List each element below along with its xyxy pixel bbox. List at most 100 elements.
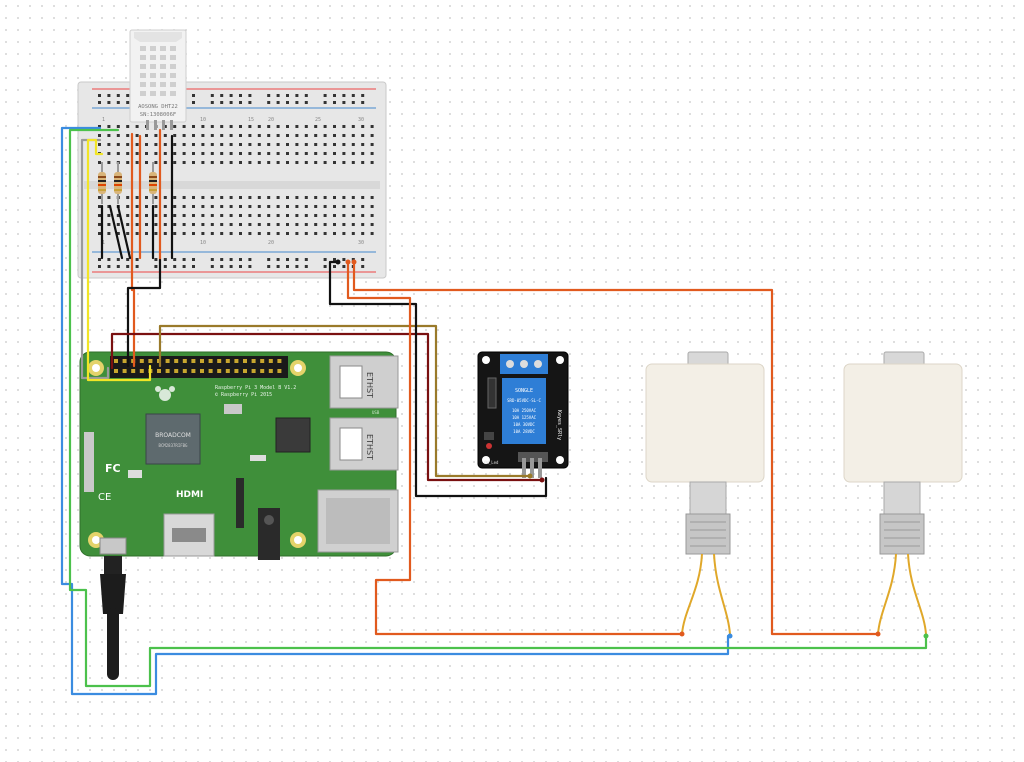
breadboard-hole	[342, 223, 346, 226]
breadboard-hole	[154, 205, 158, 208]
breadboard-hole	[314, 152, 318, 155]
breadboard-hole	[145, 223, 148, 226]
breadboard-hole	[220, 196, 224, 199]
raspberry-logo-icon	[155, 386, 175, 401]
breadboard-hole	[192, 205, 195, 208]
breadboard-hole	[267, 152, 271, 155]
breadboard-hole	[201, 161, 205, 164]
breadboard-hole	[107, 205, 111, 208]
power-rail-hole	[267, 94, 271, 97]
breadboard-hole	[192, 196, 195, 199]
float-switch-1	[645, 351, 765, 635]
breadboard-hole	[314, 205, 318, 208]
breadboard-hole	[286, 143, 289, 146]
power-rail-hole	[323, 265, 327, 268]
power-rail-hole	[267, 258, 271, 261]
breadboard-hole	[116, 223, 120, 226]
breadboard-hole	[248, 125, 252, 128]
grill-slot	[170, 82, 176, 87]
audio-jack[interactable]	[258, 508, 280, 560]
power-rail-hole	[192, 94, 195, 97]
gpio-pin	[208, 369, 213, 373]
breadboard-hole	[220, 205, 224, 208]
power-rail-hole	[248, 101, 252, 104]
breadboard-hole	[107, 214, 111, 217]
breadboard-hole	[276, 152, 280, 155]
pi-copyright-label: © Raspberry Pi 2015	[215, 392, 272, 398]
grill-slot	[140, 82, 146, 87]
breadboard-hole	[323, 196, 327, 199]
breadboard-hole	[173, 125, 177, 128]
grill-slot	[150, 82, 156, 87]
gpio-pin	[165, 369, 170, 373]
breadboard-hole	[370, 223, 374, 226]
breadboard-hole	[333, 205, 336, 208]
power-rail-hole	[126, 258, 130, 261]
col-number: 20	[268, 240, 274, 246]
breadboard-hole	[342, 161, 346, 164]
power-rail-hole	[229, 258, 233, 261]
breadboard-hole	[286, 196, 289, 199]
breadboard-hole	[107, 143, 111, 146]
breadboard-hole	[126, 232, 130, 235]
power-rail-hole	[239, 101, 242, 104]
power-rail-hole	[295, 258, 299, 261]
grill-slot	[170, 46, 176, 51]
breadboard-hole	[370, 232, 374, 235]
breadboard-hole	[107, 223, 111, 226]
breadboard-hole	[210, 214, 214, 217]
breadboard-hole	[276, 161, 280, 164]
power-rail-hole	[182, 258, 186, 261]
power-rail-hole	[192, 101, 195, 104]
breadboard-hole	[229, 205, 233, 208]
breadboard-hole	[116, 214, 120, 217]
breadboard-hole	[323, 134, 327, 137]
breadboard-hole	[248, 205, 252, 208]
power-rail-hole	[173, 265, 177, 268]
breadboard-hole	[163, 152, 167, 155]
breadboard-hole	[192, 143, 195, 146]
breadboard-hole	[361, 134, 365, 137]
breadboard-hole	[286, 161, 289, 164]
wire-black-relay	[328, 260, 548, 498]
breadboard-hole	[163, 125, 167, 128]
breadboard-hole	[370, 134, 374, 137]
grill-slot	[140, 46, 146, 51]
micro-usb-port[interactable]	[99, 537, 127, 555]
breadboard-hole	[295, 196, 299, 199]
wire-orange-float-2	[352, 260, 880, 636]
gpio-pin	[268, 369, 273, 373]
power-rail-hole	[295, 94, 299, 97]
col-number: 25	[315, 117, 321, 123]
breadboard-hole	[248, 232, 252, 235]
wire-black-4	[116, 204, 132, 260]
breadboard-hole	[210, 152, 214, 155]
col-number: 30	[358, 117, 364, 123]
power-rail-hole	[220, 265, 224, 268]
breadboard-hole	[286, 205, 289, 208]
power-rail-hole	[173, 258, 177, 261]
resistor-2	[114, 162, 122, 204]
power-rail-hole	[248, 94, 252, 97]
breadboard-hole	[267, 205, 271, 208]
breadboard-hole	[173, 161, 177, 164]
breadboard-hole	[126, 143, 130, 146]
breadboard-hole	[145, 214, 148, 217]
breadboard-hole	[361, 223, 365, 226]
breadboard-hole	[314, 143, 318, 146]
breadboard-hole	[286, 125, 289, 128]
breadboard-hole	[351, 214, 355, 217]
sensor-grill	[140, 46, 176, 96]
wire-brown	[158, 324, 532, 478]
breadboard-hole	[295, 232, 299, 235]
breadboard-hole	[248, 134, 252, 137]
breadboard-hole	[239, 134, 242, 137]
power-rail-hole	[98, 94, 101, 97]
breadboard-hole	[220, 125, 224, 128]
power-rail-hole	[351, 101, 355, 104]
breadboard-hole	[98, 161, 101, 164]
breadboard-hole	[135, 223, 139, 226]
breadboard-hole	[361, 214, 365, 217]
power-rail-hole	[229, 94, 233, 97]
breadboard-hole	[182, 134, 186, 137]
